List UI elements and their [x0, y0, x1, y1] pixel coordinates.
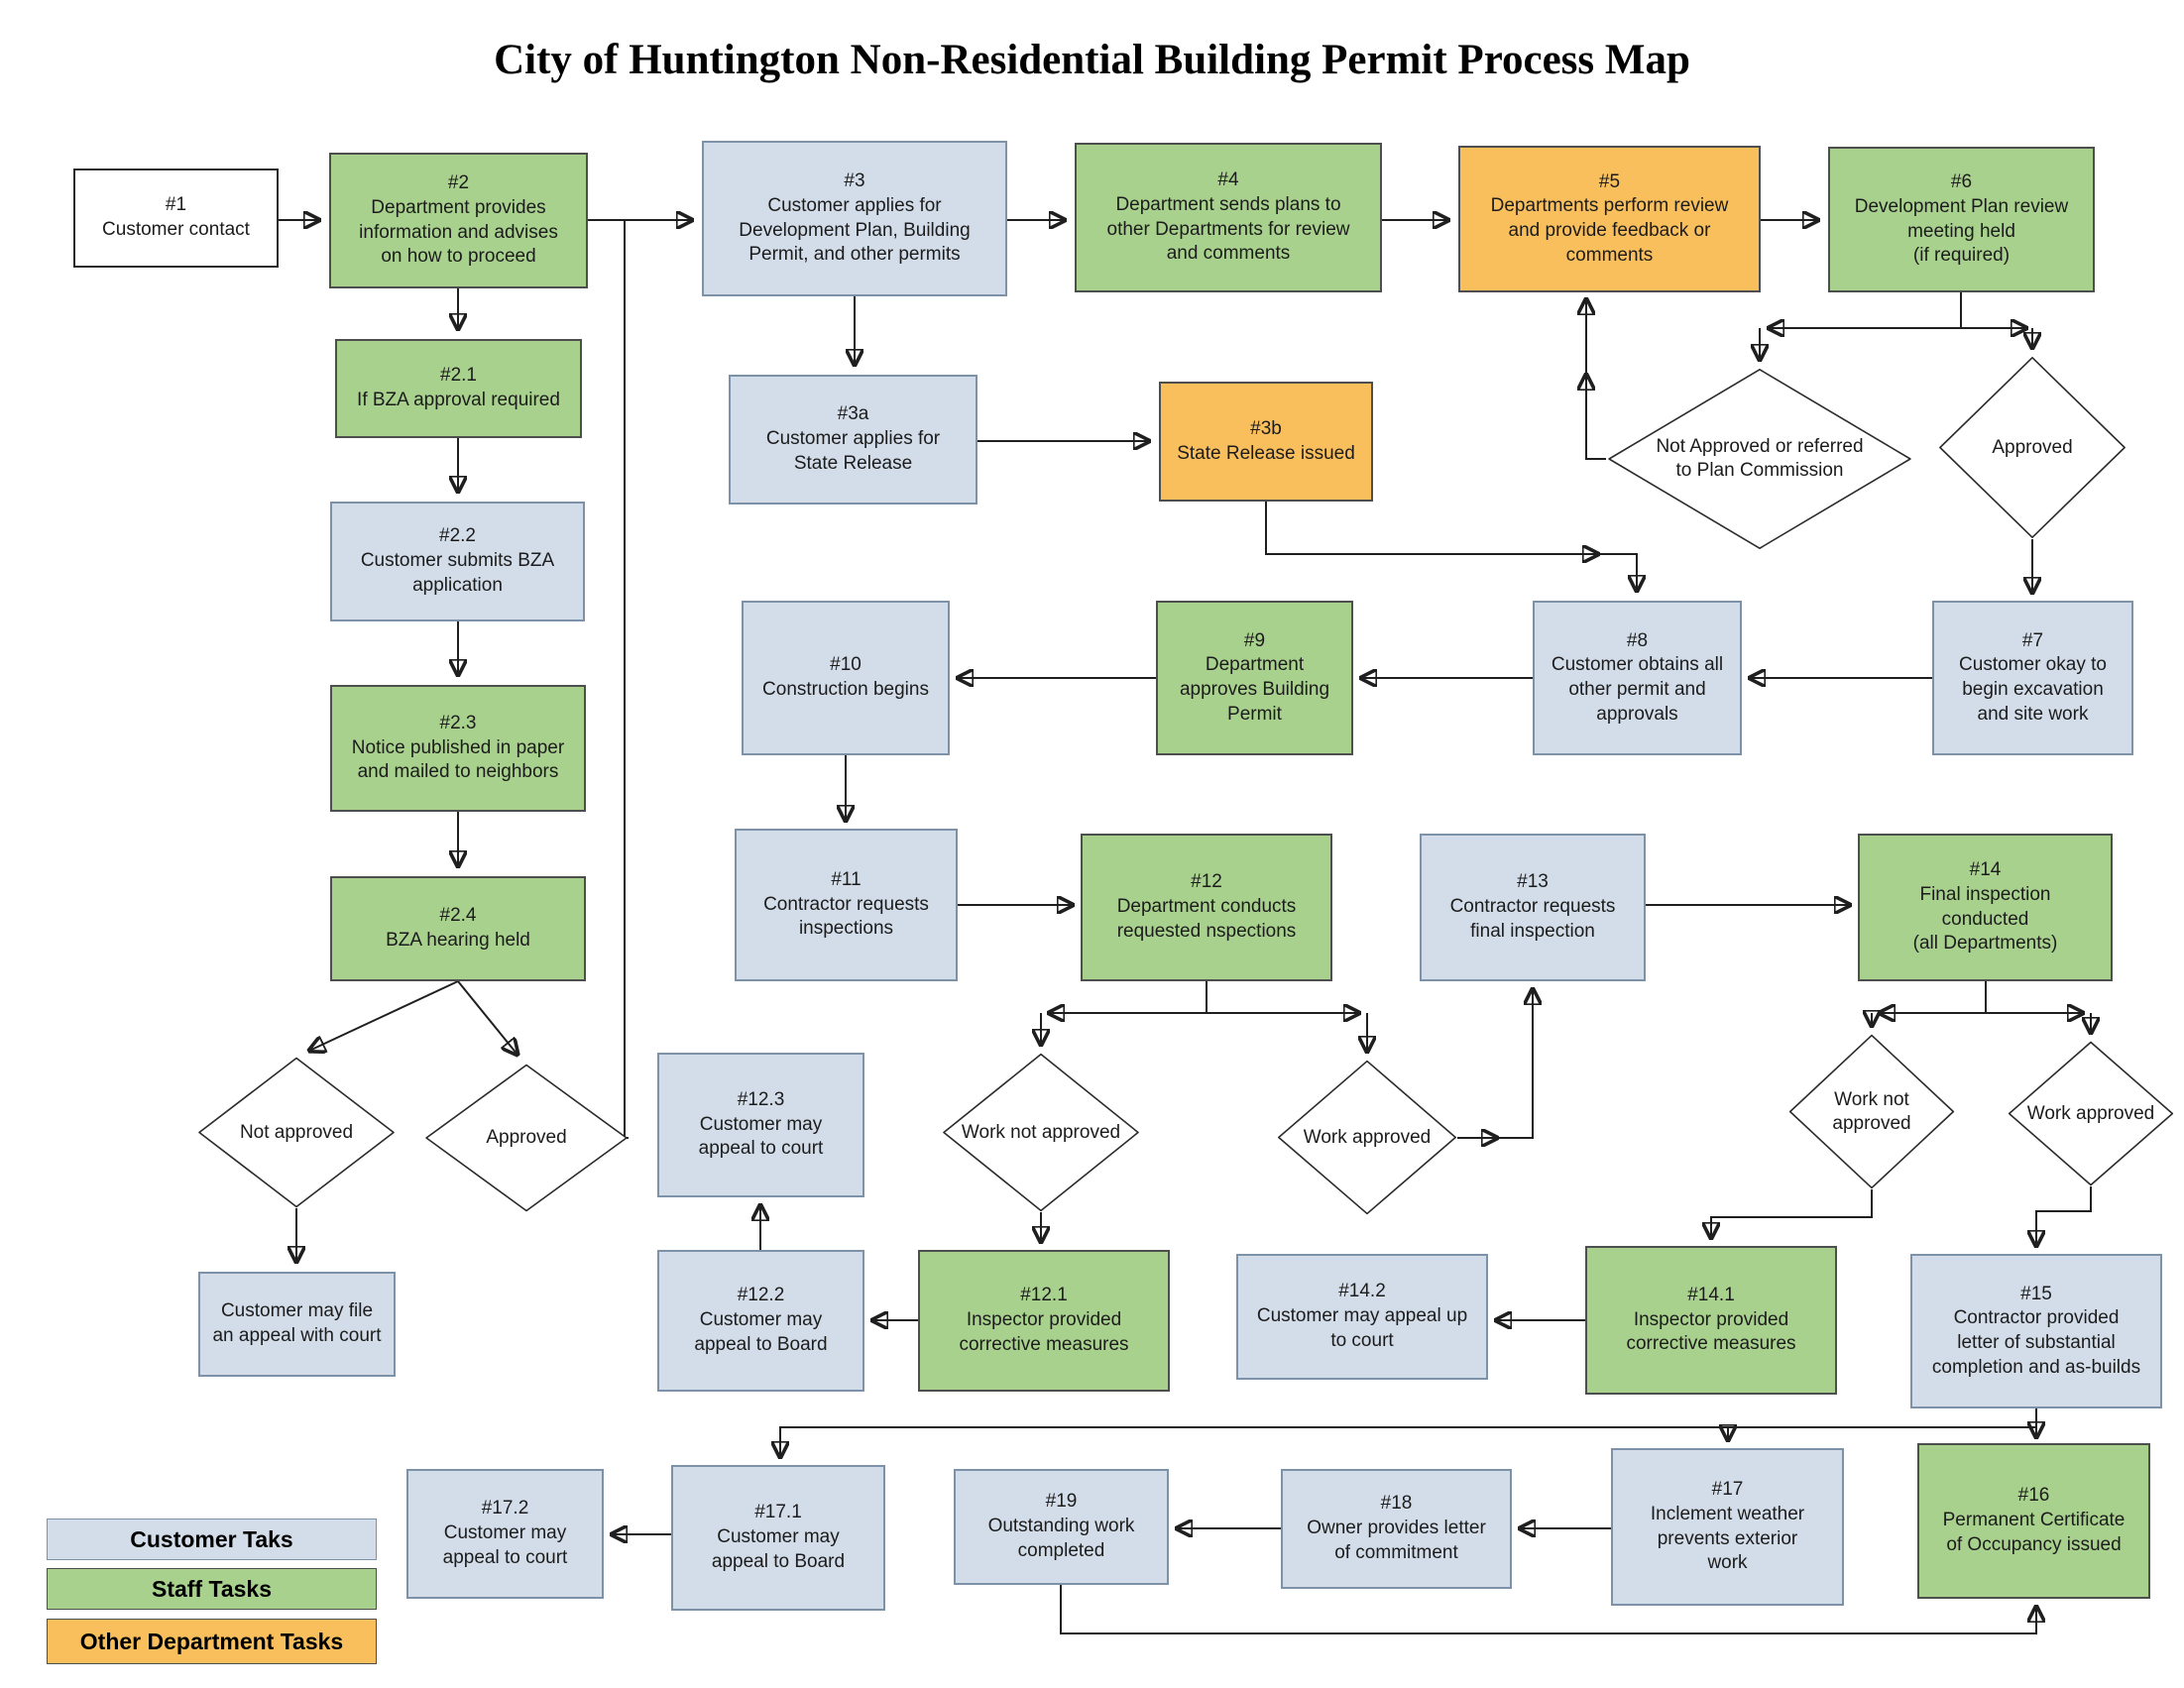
node-5: #5 Departments perform review and provid…	[1458, 146, 1761, 292]
decision-label: Work approved	[1303, 1126, 1432, 1148]
legend-item-staff: Staff Tasks	[47, 1568, 377, 1610]
node-3a: #3a Customer applies for State Release	[729, 375, 977, 505]
decision-label: Work not approved	[1832, 1088, 1911, 1134]
decision-label: Work approved	[2026, 1102, 2155, 1124]
node-8: #8 Customer obtains all other permit and…	[1533, 601, 1742, 755]
node-2-2: #2.2 Customer submits BZA application	[330, 502, 585, 621]
node-4: #4 Department sends plans to other Depar…	[1075, 143, 1382, 292]
node-7: #7 Customer okay to begin excavation and…	[1932, 601, 2133, 755]
diamond-shape	[1788, 1034, 1955, 1189]
decision-work-approved-1: Work approved	[1277, 1060, 1457, 1215]
node-12-2: #12.2 Customer may appeal to Board	[657, 1250, 864, 1392]
node-3: #3 Customer applies for Development Plan…	[702, 141, 1007, 296]
decision-label: Approved	[1992, 436, 2073, 458]
node-appeal-with-court: Customer may file an appeal with court	[198, 1272, 396, 1377]
node-6: #6 Development Plan review meeting held …	[1828, 147, 2095, 292]
diamond-shape	[2008, 1041, 2174, 1186]
node-1: #1 Customer contact	[73, 169, 279, 268]
node-2-1: #2.1 If BZA approval required	[335, 339, 582, 438]
node-16: #16 Permanent Certificate of Occupancy i…	[1917, 1443, 2150, 1599]
decision-label: Not approved	[239, 1121, 354, 1143]
decision-work-not-approved-1: Work not approved	[942, 1053, 1140, 1212]
node-13: #13 Contractor requests final inspection	[1420, 834, 1646, 981]
legend-item-customer: Customer Taks	[47, 1519, 377, 1560]
diamond-shape	[1938, 356, 2127, 539]
node-2: #2 Department provides information and a…	[329, 153, 588, 288]
diamond-shape	[424, 1064, 629, 1212]
diamond-shape	[1606, 368, 1913, 550]
node-15: #15 Contractor provided letter of substa…	[1910, 1254, 2162, 1408]
node-14-2: #14.2 Customer may appeal up to court	[1236, 1254, 1488, 1380]
decision-work-approved-2: Work approved	[2008, 1041, 2174, 1186]
node-18: #18 Owner provides letter of commitment	[1281, 1469, 1512, 1589]
node-14: #14 Final inspection conducted (all Depa…	[1858, 834, 2113, 981]
page-title: City of Huntington Non-Residential Build…	[494, 37, 1690, 83]
node-2-4: #2.4 BZA hearing held	[330, 876, 586, 981]
node-14-1: #14.1 Inspector provided corrective meas…	[1585, 1246, 1837, 1395]
node-2-3: #2.3 Notice published in paper and maile…	[330, 685, 586, 812]
node-11: #11 Contractor requests inspections	[735, 829, 958, 981]
node-3b: #3b State Release issued	[1159, 382, 1373, 502]
node-10: #10 Construction begins	[742, 601, 950, 755]
decision-label: Work not approved	[961, 1121, 1121, 1143]
diamond-shape	[1277, 1060, 1457, 1215]
decision-plan-approved: Approved	[1938, 356, 2127, 539]
decision-label: Approved	[486, 1127, 567, 1149]
node-12-1: #12.1 Inspector provided corrective meas…	[918, 1250, 1170, 1392]
node-19: #19 Outstanding work completed	[954, 1469, 1169, 1585]
diamond-shape	[197, 1057, 396, 1208]
legend-item-other: Other Department Tasks	[47, 1619, 377, 1664]
node-17-2: #17.2 Customer may appeal to court	[406, 1469, 604, 1599]
decision-label: Not Approved or referred to Plan Commiss…	[1656, 436, 1864, 481]
decision-bza-approved: Approved	[424, 1064, 629, 1212]
node-9: #9 Department approves Building Permit	[1156, 601, 1353, 755]
decision-work-not-approved-2: Work not approved	[1788, 1034, 1955, 1189]
node-12-3: #12.3 Customer may appeal to court	[657, 1053, 864, 1197]
node-17: #17 Inclement weather prevents exterior …	[1611, 1448, 1844, 1606]
node-17-1: #17.1 Customer may appeal to Board	[671, 1465, 885, 1611]
node-12: #12 Department conducts requested nspect…	[1081, 834, 1332, 981]
diamond-shape	[942, 1053, 1140, 1212]
decision-plan-not-approved: Not Approved or referred to Plan Commiss…	[1606, 368, 1913, 550]
decision-bza-not-approved: Not approved	[197, 1057, 396, 1208]
